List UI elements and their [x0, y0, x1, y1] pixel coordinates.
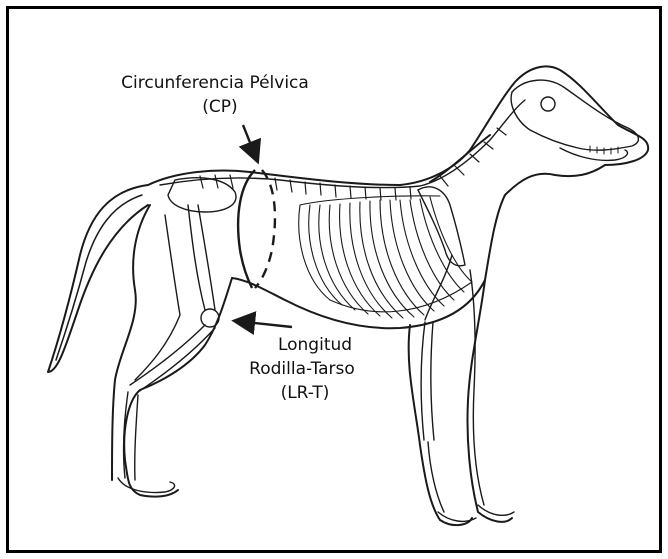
cp-arrow [243, 125, 257, 160]
pelvic-circumference-band-front [238, 170, 255, 288]
skull-bone [511, 80, 638, 150]
front-paw [438, 512, 476, 521]
knee-tarsus-label-line2: Rodilla-Tarso [222, 358, 382, 380]
knee-tarsus-abbr-label: (LR-T) [250, 382, 360, 404]
hind-paw [118, 478, 175, 492]
scapula-bone [418, 187, 465, 266]
hind-metatarsal-2 [135, 395, 138, 480]
pelvic-circumference-abbr-label: (CP) [175, 96, 265, 118]
femur-bone [188, 205, 205, 310]
far-hind-leg [135, 215, 180, 380]
neck-outline [430, 135, 490, 182]
radius-bone-back [431, 322, 434, 440]
knee-joint [201, 309, 219, 327]
tibia-bone-back [138, 328, 215, 392]
eye-socket [541, 97, 555, 111]
pelvic-circumference-band-back [255, 170, 275, 288]
near-front-paw [478, 505, 514, 515]
pelvic-circumference-label: Circunferencia Pélvica [120, 72, 310, 94]
belly-outline [232, 278, 485, 328]
knee-tarsus-label-line1: Longitud [240, 334, 390, 356]
lrt-arrow [236, 321, 292, 327]
front-leg-rear-outline [409, 325, 472, 525]
hind-leg-back-outline [112, 205, 150, 480]
femur-bone-back [198, 205, 215, 310]
rib-cage [299, 196, 472, 318]
vertebrae-ticks [200, 128, 506, 200]
radius-bone [421, 322, 425, 440]
